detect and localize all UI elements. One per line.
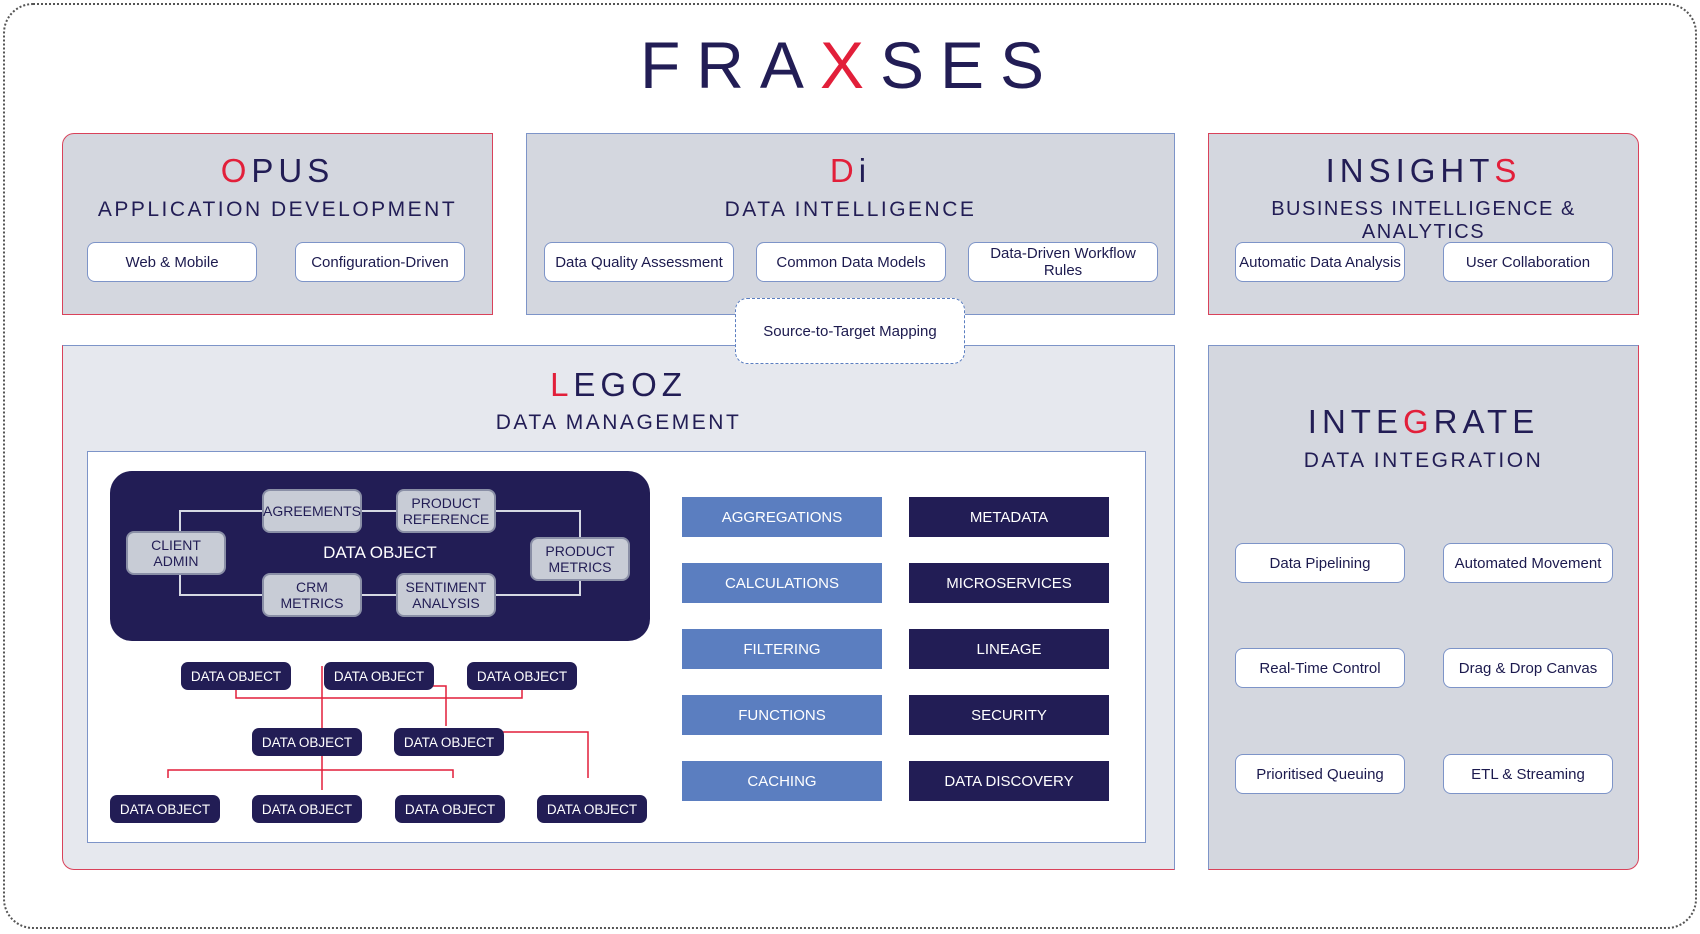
- connector-line: [496, 579, 581, 596]
- legoz-title: LEGOZ: [550, 366, 687, 403]
- opus-subtitle: APPLICATION DEVELOPMENT: [97, 198, 458, 221]
- chip-automated-movement[interactable]: Automated Movement: [1443, 543, 1613, 583]
- chip-etl-streaming[interactable]: ETL & Streaming: [1443, 754, 1613, 794]
- core-connectors: [179, 509, 581, 596]
- feature-metadata[interactable]: METADATA: [909, 497, 1109, 537]
- feature-aggregations[interactable]: AGGREGATIONS: [682, 497, 882, 537]
- data-object-node[interactable]: DATA OBJECT: [181, 662, 291, 690]
- tree-line: [492, 731, 589, 778]
- insights-title: INSIGHTS: [1325, 152, 1522, 189]
- feature-lineage[interactable]: LINEAGE: [909, 629, 1109, 669]
- data-object-node[interactable]: DATA OBJECT: [324, 662, 434, 690]
- core-data-object-label: DATA OBJECT: [323, 543, 437, 562]
- feature-calculations[interactable]: CALCULATIONS: [682, 563, 882, 603]
- legoz-inner-box: CLIENT ADMIN AGREEMENTS PRODUCT REFERENC…: [87, 451, 1146, 843]
- feature-filtering[interactable]: FILTERING: [682, 629, 882, 669]
- data-object-node[interactable]: DATA OBJECT: [537, 795, 647, 823]
- integrate-panel: INTEGRATE DATA INTEGRATION Data Pipelini…: [1208, 345, 1639, 870]
- source-to-target-mapping[interactable]: Source-to-Target Mapping: [735, 298, 965, 364]
- tree-line: [167, 769, 454, 778]
- data-object-core-panel: CLIENT ADMIN AGREEMENTS PRODUCT REFERENC…: [110, 471, 650, 641]
- integrate-subtitle: DATA INTEGRATION: [1303, 449, 1544, 472]
- feature-security[interactable]: SECURITY: [909, 695, 1109, 735]
- chip-data-pipelining[interactable]: Data Pipelining: [1235, 543, 1405, 583]
- node-crm-metrics[interactable]: CRM METRICS: [262, 573, 362, 617]
- feature-microservices[interactable]: MICROSERVICES: [909, 563, 1109, 603]
- connector-line: [496, 510, 581, 537]
- fraxses-logo: FRAXSES: [0, 30, 1700, 100]
- legoz-subtitle: DATA MANAGEMENT: [495, 411, 742, 434]
- di-panel: Di DATA INTELLIGENCE Data Quality Assess…: [526, 133, 1175, 315]
- outer-frame: [3, 3, 1697, 929]
- chip-automatic-data-analysis[interactable]: Automatic Data Analysis: [1235, 242, 1405, 282]
- chip-data-quality-assessment[interactable]: Data Quality Assessment: [544, 242, 734, 282]
- logo-accent-x: X: [819, 28, 880, 102]
- chip-real-time-control[interactable]: Real-Time Control: [1235, 648, 1405, 688]
- opus-panel: OPUS APPLICATION DEVELOPMENT Web & Mobil…: [62, 133, 493, 315]
- feature-caching[interactable]: CACHING: [682, 761, 882, 801]
- data-object-node[interactable]: DATA OBJECT: [467, 662, 577, 690]
- data-object-node[interactable]: DATA OBJECT: [252, 728, 362, 756]
- chip-common-data-models[interactable]: Common Data Models: [756, 242, 946, 282]
- integrate-title: INTEGRATE: [1307, 403, 1540, 440]
- feature-functions[interactable]: FUNCTIONS: [682, 695, 882, 735]
- legoz-panel: LEGOZ DATA MANAGEMENT CLIENT ADMIN AGREE…: [62, 345, 1175, 870]
- node-sentiment-analysis[interactable]: SENTIMENT ANALYSIS: [396, 573, 496, 617]
- chip-web-mobile[interactable]: Web & Mobile: [87, 242, 257, 282]
- node-product-reference[interactable]: PRODUCT REFERENCE: [396, 489, 496, 533]
- data-object-node[interactable]: DATA OBJECT: [394, 728, 504, 756]
- logo-text-part2: SES: [879, 28, 1061, 102]
- data-object-node[interactable]: DATA OBJECT: [252, 795, 362, 823]
- insights-panel: INSIGHTS BUSINESS INTELLIGENCE & ANALYTI…: [1208, 133, 1639, 315]
- logo-text-part1: FRA: [639, 28, 820, 102]
- node-client-admin[interactable]: CLIENT ADMIN: [126, 531, 226, 575]
- di-subtitle: DATA INTELLIGENCE: [724, 198, 977, 221]
- data-object-node[interactable]: DATA OBJECT: [110, 795, 220, 823]
- chip-data-driven-workflow-rules[interactable]: Data-Driven Workflow Rules: [968, 242, 1158, 282]
- node-agreements[interactable]: AGREEMENTS: [262, 489, 362, 533]
- chip-prioritised-queuing[interactable]: Prioritised Queuing: [1235, 754, 1405, 794]
- connector-line: [179, 509, 262, 533]
- chip-user-collaboration[interactable]: User Collaboration: [1443, 242, 1613, 282]
- connector-line: [179, 571, 262, 596]
- di-title: Di: [829, 152, 872, 189]
- data-object-node[interactable]: DATA OBJECT: [395, 795, 505, 823]
- chip-configuration-driven[interactable]: Configuration-Driven: [295, 242, 465, 282]
- feature-data-discovery[interactable]: DATA DISCOVERY: [909, 761, 1109, 801]
- insights-subtitle: BUSINESS INTELLIGENCE & ANALYTICS: [1271, 198, 1576, 243]
- chip-drag-drop-canvas[interactable]: Drag & Drop Canvas: [1443, 648, 1613, 688]
- opus-title: OPUS: [220, 152, 335, 189]
- node-product-metrics[interactable]: PRODUCT METRICS: [530, 537, 630, 581]
